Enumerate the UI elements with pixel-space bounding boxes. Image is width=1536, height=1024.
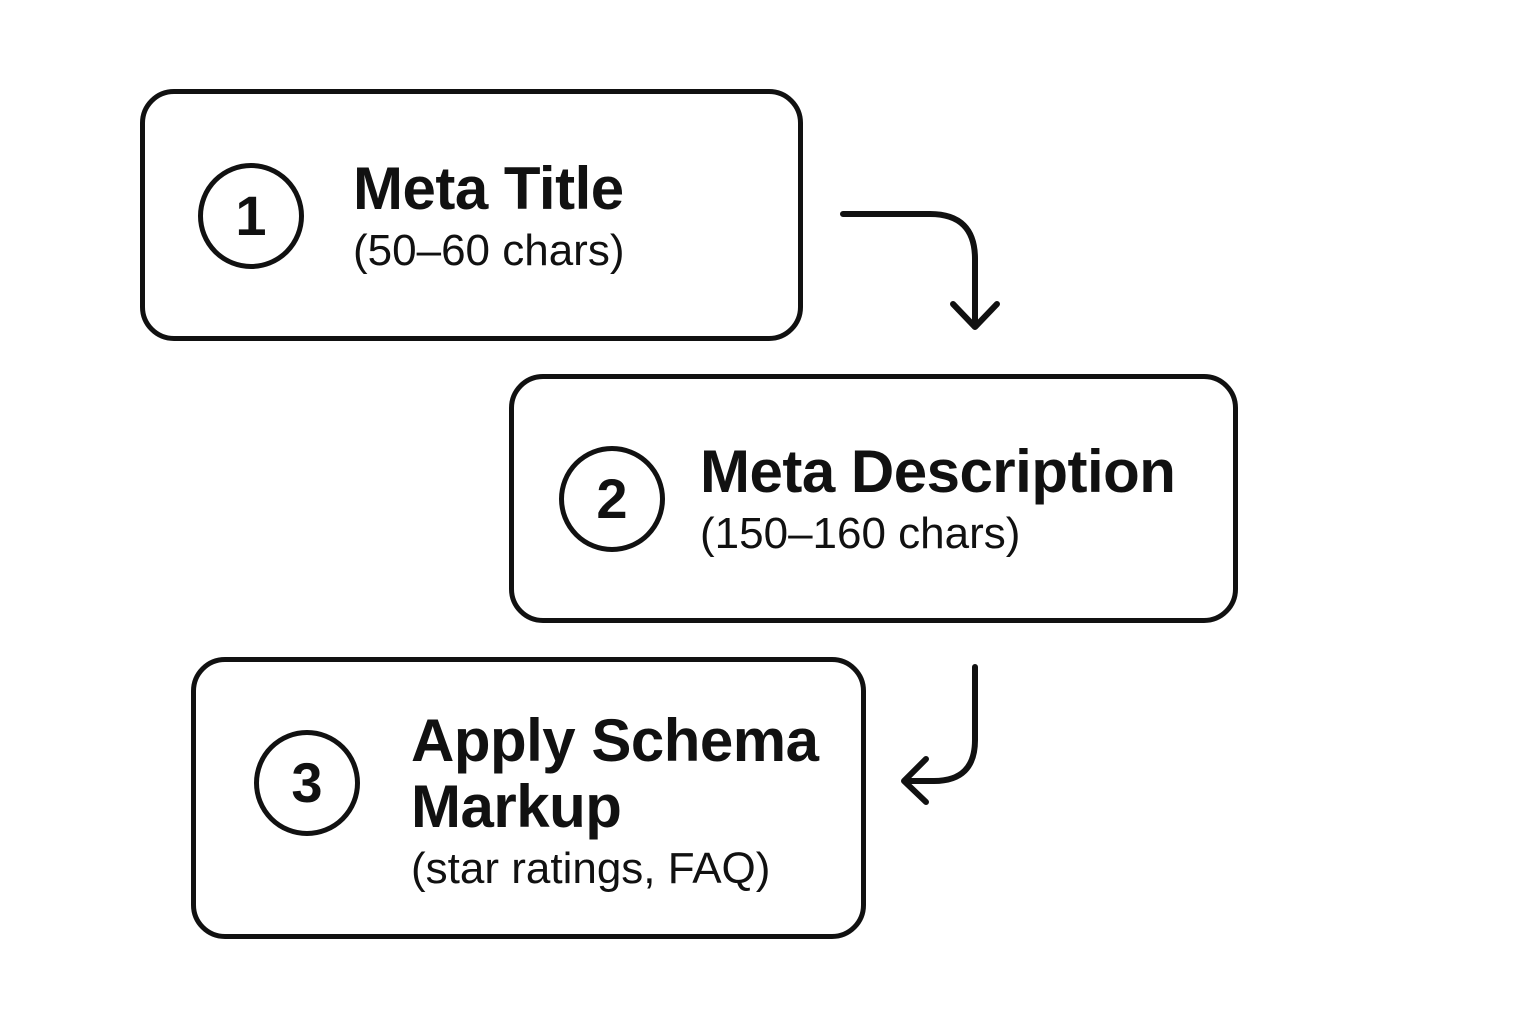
step-3-subtitle: (star ratings, FAQ) bbox=[411, 844, 771, 893]
arrow-step-2-to-3-icon bbox=[901, 664, 978, 805]
step-2-title: Meta Description bbox=[700, 438, 1176, 505]
step-3-title-line-1: Apply Schema bbox=[411, 707, 819, 774]
step-2-number-badge: 2 bbox=[559, 446, 665, 552]
step-2-text: Meta Description (150–160 chars) bbox=[700, 438, 1176, 561]
step-1-number-badge: 1 bbox=[198, 163, 304, 269]
step-2-box: 2 Meta Description (150–160 chars) bbox=[509, 374, 1238, 623]
step-1-subtitle: (50–60 chars) bbox=[353, 226, 625, 275]
arrow-step-1-to-2-icon bbox=[840, 211, 1000, 330]
step-3-box: 3 Apply Schema Markup (star ratings, FAQ… bbox=[191, 657, 866, 939]
step-1-box: 1 Meta Title (50–60 chars) bbox=[140, 89, 803, 341]
step-2-subtitle: (150–160 chars) bbox=[700, 509, 1021, 558]
step-3-text: Apply Schema Markup (star ratings, FAQ) bbox=[411, 707, 819, 896]
step-3-number-badge: 3 bbox=[254, 730, 360, 836]
step-1-title: Meta Title bbox=[353, 155, 624, 222]
step-1-text: Meta Title (50–60 chars) bbox=[353, 156, 624, 278]
step-3-title-line-2: Markup bbox=[411, 773, 622, 840]
